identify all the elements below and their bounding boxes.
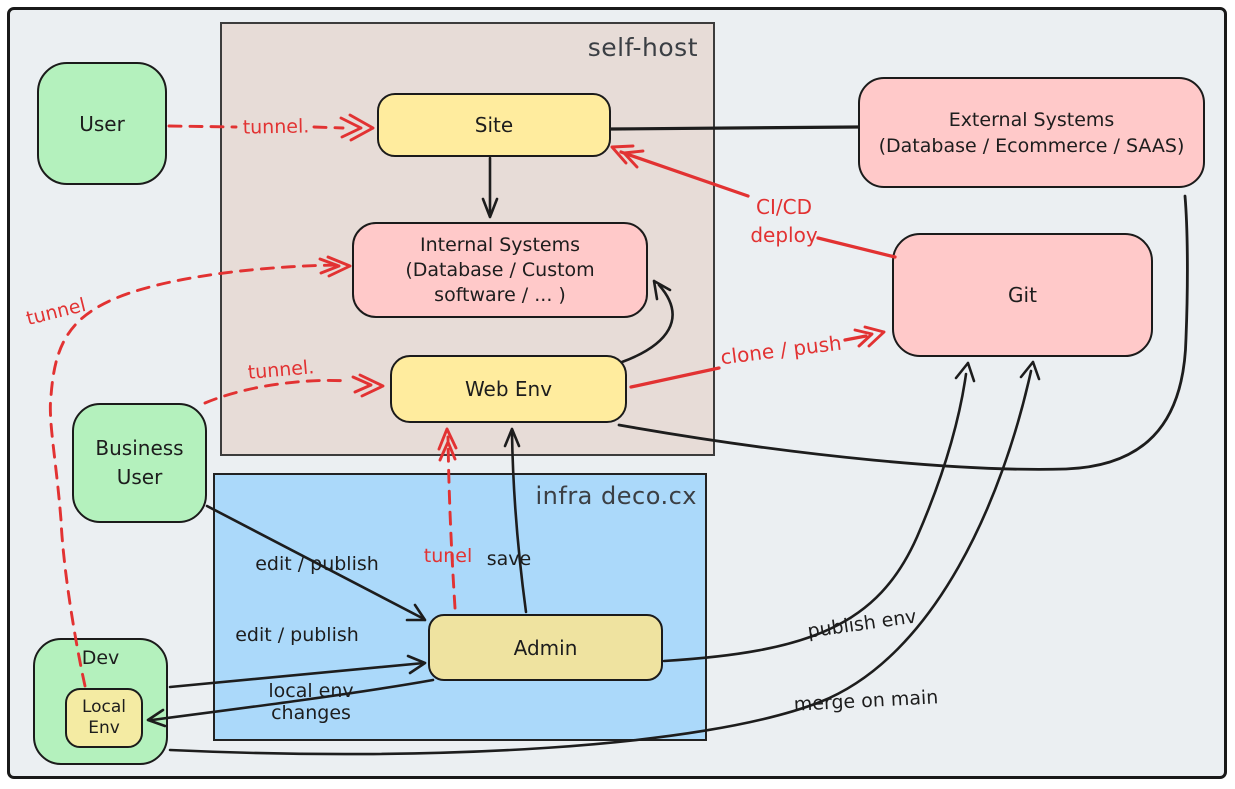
container-self-host-label: self-host: [587, 33, 698, 62]
node-internal-systems-label-line2: (Database / Custom: [405, 258, 595, 281]
node-site-label: Site: [474, 113, 514, 137]
edge-label-edit-publish-bottom: edit / publish: [235, 624, 359, 646]
node-local-env-label-line1: Local: [81, 697, 127, 717]
edge-label-tunel-admin: tunel: [423, 545, 473, 567]
node-internal-systems-label-line3: software / ... ): [434, 283, 566, 306]
node-git: Git: [892, 233, 1153, 357]
edge-label-cicd-line1: CI/CD: [756, 195, 812, 219]
node-external-systems-label-line2: (Database / Ecommerce / SAAS): [878, 134, 1185, 157]
node-admin-label: Admin: [513, 635, 578, 660]
edge-label-local-env-changes: local env changes: [268, 680, 353, 724]
node-user: User: [37, 62, 167, 185]
node-internal-systems-label-line1: Internal Systems: [419, 233, 580, 256]
node-local-env: Local Env: [65, 688, 143, 748]
node-user-label: User: [79, 111, 125, 136]
node-admin: Admin: [428, 614, 663, 681]
edge-label-cicd-line2: deploy: [750, 223, 818, 247]
node-site: Site: [377, 93, 611, 157]
node-git-label: Git: [1008, 283, 1037, 307]
node-local-env-label-line2: Env: [88, 718, 120, 738]
node-business-user: Business User: [72, 403, 207, 523]
edge-label-local-env-changes-line2: changes: [271, 702, 351, 724]
edge-label-cicd: CI/CD deploy: [750, 193, 817, 249]
node-external-systems: External Systems (Database / Ecommerce /…: [858, 77, 1205, 188]
node-web-env: Web Env: [390, 355, 627, 423]
node-dev-label: Dev: [81, 647, 120, 669]
node-business-user-label-line2: User: [116, 465, 163, 489]
container-infra-deco-label: infra deco.cx: [535, 482, 697, 510]
node-external-systems-label-line1: External Systems: [948, 108, 1115, 131]
node-business-user-label-line1: Business: [95, 436, 184, 460]
edge-label-local-env-changes-line1: local env: [268, 680, 354, 702]
edge-label-edit-publish-top: edit / publish: [255, 553, 379, 575]
node-web-env-label: Web Env: [464, 377, 553, 401]
edge-label-save: save: [486, 548, 532, 570]
node-internal-systems: Internal Systems (Database / Custom soft…: [352, 222, 648, 318]
edge-label-tunnel-user: tunnel.: [242, 115, 310, 139]
